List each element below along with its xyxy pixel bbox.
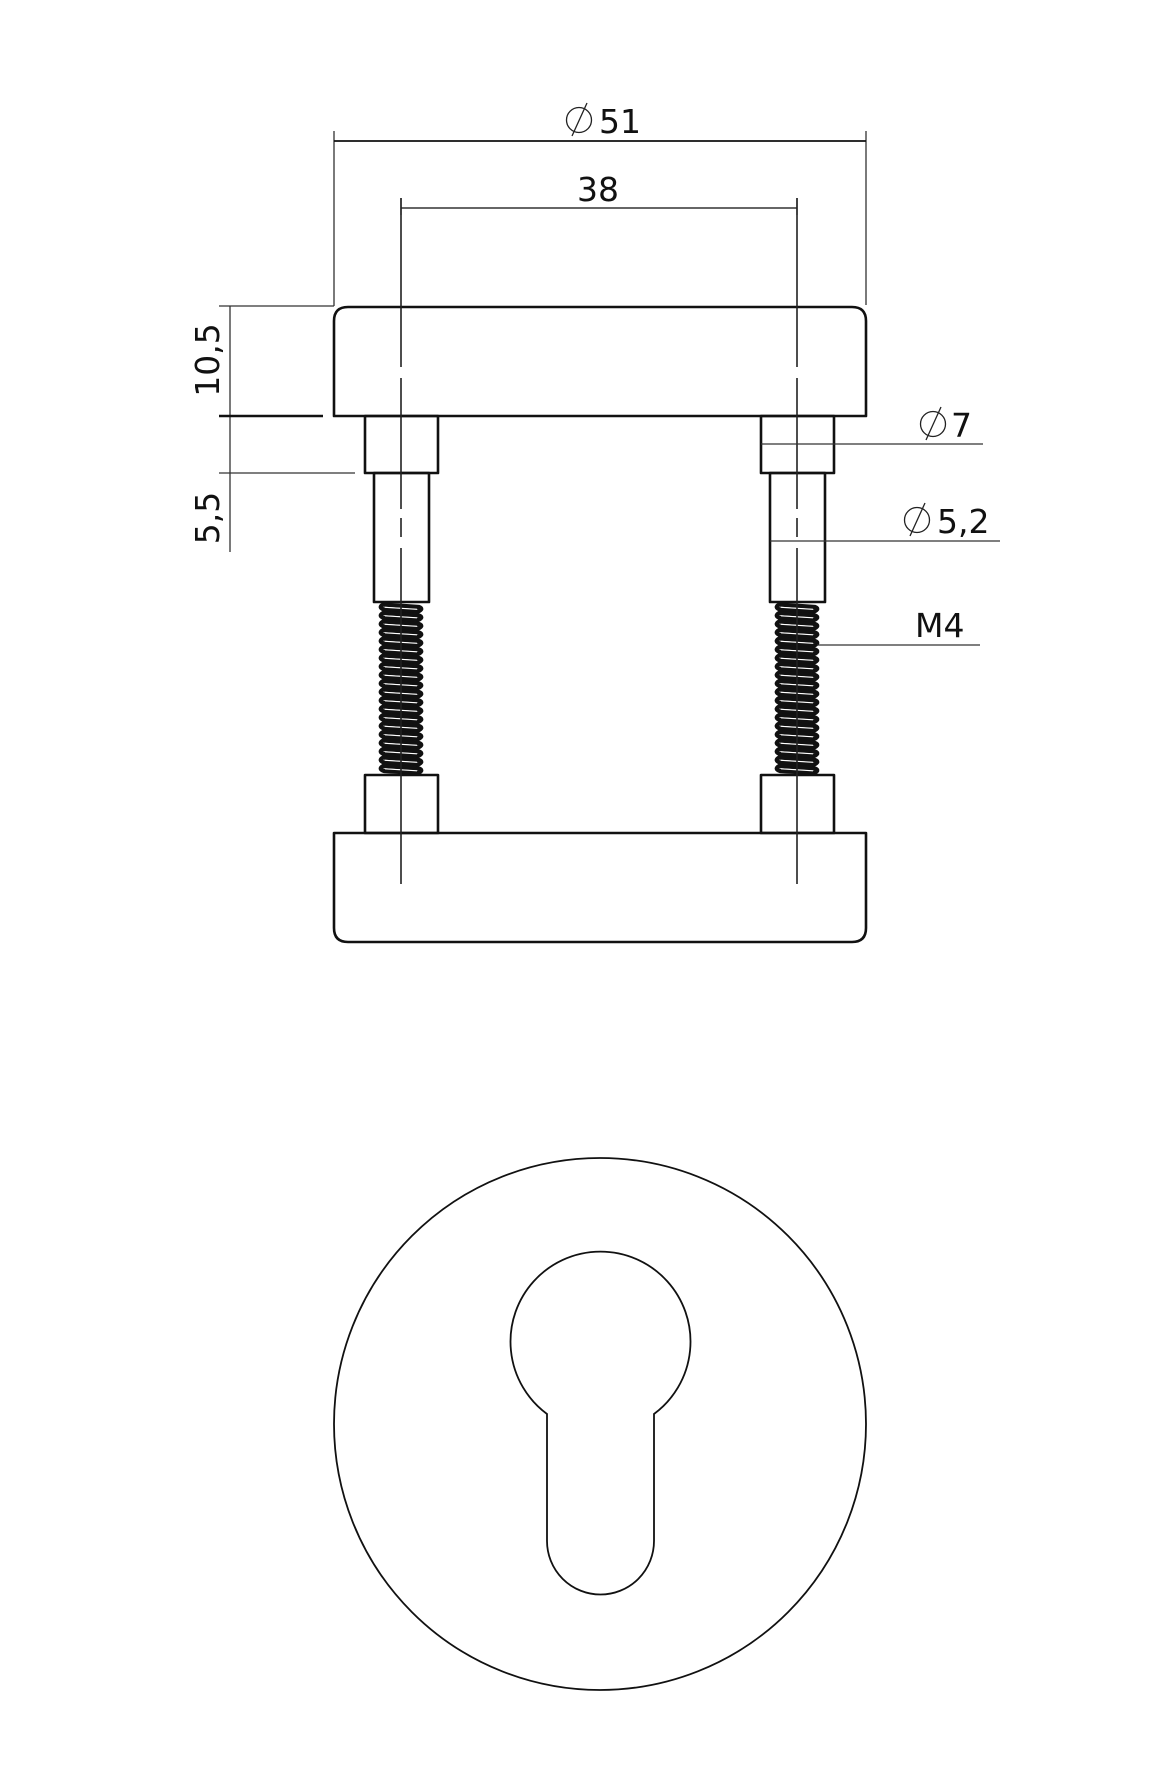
thread-turn [378,627,424,640]
thread-turn [378,746,424,759]
thread-turn [774,746,820,759]
thread-turn [378,644,424,657]
rosette-outer-circle [333,1157,867,1691]
thread-turn [774,755,820,767]
thread-turn [378,602,424,614]
thread-turn [378,636,424,648]
keyhole-cylinder-cutout [509,1250,692,1596]
thread-turn [378,755,424,767]
dimension-heights: 10,5 5,5 [188,305,355,552]
thread-turn [378,610,424,623]
thread-turn [378,619,424,631]
thread-turn [378,695,424,708]
diameter-symbol-icon [919,406,947,441]
thread-turn [774,763,820,776]
thread-turn [378,661,424,674]
thread-turn [774,712,820,725]
dimension-label-screw-spacing: 38 [577,170,619,209]
thread-turn [378,704,424,716]
bottom-rosette-plate [332,831,868,944]
callout-label-thread: M4 [915,606,964,645]
thread-turn [774,678,820,691]
thread-turn [378,670,424,682]
callout-collar-diameter: 7 [761,406,983,445]
callout-label-shaft-diameter: 5,2 [937,502,989,541]
front-view [333,1157,867,1691]
thread-turn [774,636,820,648]
thread-turn [774,738,820,750]
thread-turn [378,763,424,776]
thread-turn [774,627,820,640]
thread-turn [378,712,424,725]
left-thread [378,602,424,776]
thread-turn [774,729,820,742]
thread-turn [774,644,820,657]
thread-turn [774,653,820,665]
callout-shaft-diameter: 5,2 [770,502,1000,542]
thread-turn [774,602,820,614]
dimension-screw-spacing: 38 [400,170,798,215]
dimension-outer-diameter: 51 [333,102,867,306]
thread-turn [378,721,424,733]
diameter-symbol-icon [565,102,593,137]
side-view: 51 38 10,5 5,5 [188,102,1000,944]
dimension-label-collar-height: 5,5 [188,492,227,544]
dimension-label-outer-diameter: 51 [599,102,641,141]
dimension-label-rosette-height: 10,5 [188,323,227,396]
thread-turn [774,661,820,674]
callout-thread: M4 [817,606,980,646]
callout-label-collar-diameter: 7 [951,406,972,445]
thread-turn [774,695,820,708]
thread-turn [774,619,820,631]
thread-turn [378,653,424,665]
thread-turn [378,678,424,691]
diameter-symbol-icon [903,502,931,537]
thread-turn [774,687,820,699]
thread-turn [774,670,820,682]
thread-turn [774,704,820,716]
top-rosette-plate [332,305,868,418]
thread-turn [774,610,820,623]
thread-turn [378,738,424,750]
thread-turn [378,687,424,699]
thread-turn [774,721,820,733]
thread-turn [378,729,424,742]
